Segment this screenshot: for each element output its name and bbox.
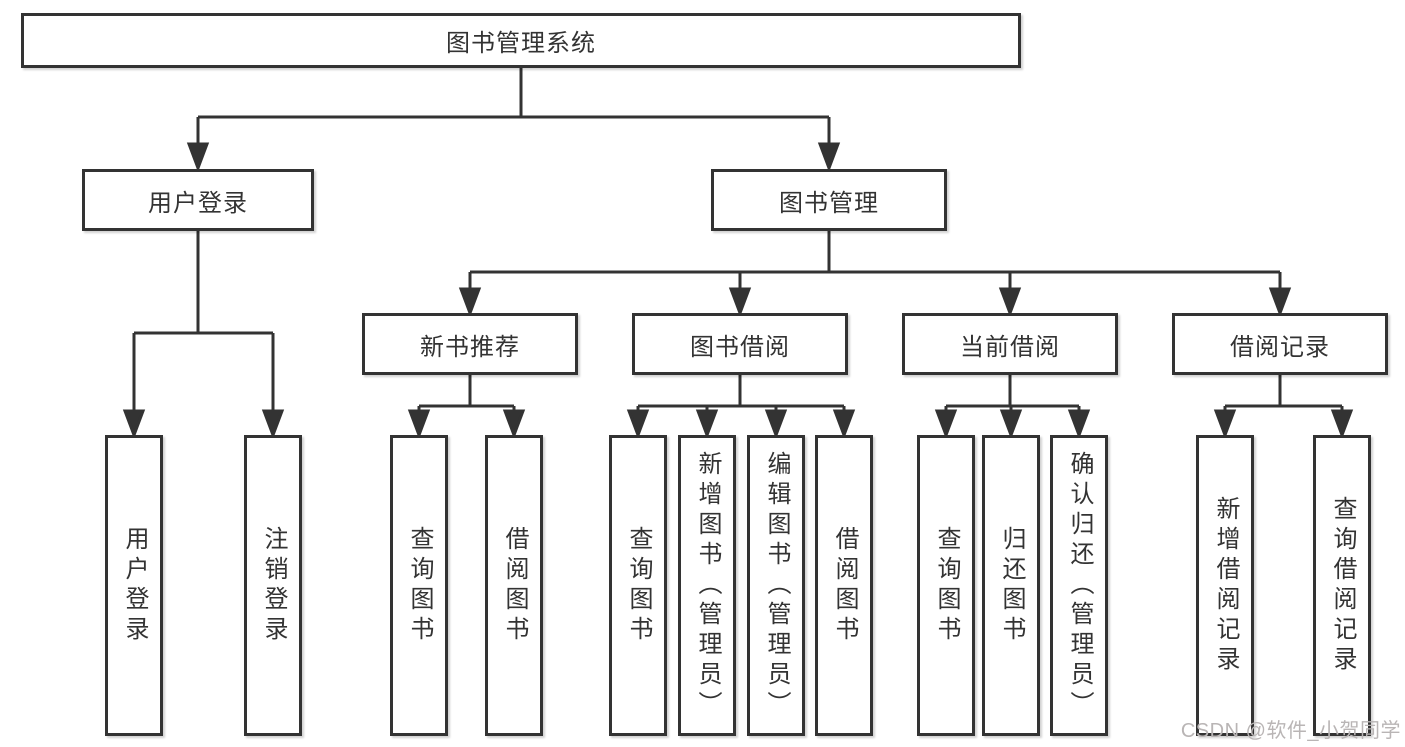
node-root-label: 图书管理系统: [446, 30, 596, 57]
leaf-query-borrow-record: 查询借阅记录: [1313, 435, 1371, 736]
node-new-book-recommend-label: 新书推荐: [420, 333, 520, 361]
leaf-logout: 注销登录: [244, 435, 302, 736]
node-current-borrow-label: 当前借阅: [960, 333, 1060, 361]
leaf-query-borrow-record-label: 查询借阅记录: [1329, 495, 1356, 676]
leaf-query-book-current-label: 查询图书: [933, 525, 960, 646]
leaf-logout-label: 注销登录: [260, 525, 287, 646]
leaf-confirm-return-admin: 确认归还（管理员）: [1050, 435, 1108, 736]
node-book-borrow-label: 图书借阅: [690, 333, 790, 361]
leaf-query-book-recommend: 查询图书: [390, 435, 448, 736]
node-book-borrow: 图书借阅: [632, 313, 848, 375]
node-current-borrow: 当前借阅: [902, 313, 1118, 375]
connector-root-to-level2: [186, 68, 841, 173]
node-root: 图书管理系统: [21, 13, 1021, 68]
connector-book-management-to-level3: [458, 231, 1292, 318]
leaf-borrow-book-recommend: 借阅图书: [485, 435, 543, 736]
leaf-add-borrow-record: 新增借阅记录: [1196, 435, 1254, 736]
node-new-book-recommend: 新书推荐: [362, 313, 578, 375]
leaf-borrow-book: 借阅图书: [815, 435, 873, 736]
leaf-add-borrow-record-label: 新增借阅记录: [1212, 495, 1239, 676]
leaf-borrow-book-recommend-label: 借阅图书: [501, 525, 528, 646]
leaf-add-book-admin: 新增图书（管理员）: [678, 435, 736, 736]
node-user-login-label: 用户登录: [148, 189, 248, 217]
leaf-user-login-label: 用户登录: [121, 525, 148, 646]
leaf-add-book-admin-label: 新增图书（管理员）: [694, 450, 721, 721]
connector-user-login-to-leaves: [122, 231, 285, 440]
node-book-management: 图书管理: [711, 169, 947, 231]
node-borrow-records-label: 借阅记录: [1230, 333, 1330, 361]
connector-book-borrow-to-leaves: [626, 375, 856, 440]
node-borrow-records: 借阅记录: [1172, 313, 1388, 375]
connector-current-borrow-to-leaves: [934, 375, 1091, 440]
leaf-confirm-return-admin-label: 确认归还（管理员）: [1066, 450, 1093, 721]
node-book-management-label: 图书管理: [779, 189, 879, 217]
leaf-return-book-label: 归还图书: [998, 525, 1025, 646]
node-user-login: 用户登录: [82, 169, 314, 231]
leaf-query-book-recommend-label: 查询图书: [406, 525, 433, 646]
leaf-query-book-borrow: 查询图书: [609, 435, 667, 736]
leaf-return-book: 归还图书: [982, 435, 1040, 736]
connector-new-book-to-leaves: [407, 375, 526, 440]
leaf-user-login: 用户登录: [105, 435, 163, 736]
leaf-query-book-borrow-label: 查询图书: [625, 525, 652, 646]
csdn-watermark: CSDN @软件_小贺同学: [1180, 720, 1401, 742]
leaf-edit-book-admin-label: 编辑图书（管理员）: [763, 450, 790, 721]
leaf-query-book-current: 查询图书: [917, 435, 975, 736]
connector-borrow-records-to-leaves: [1213, 375, 1354, 440]
leaf-edit-book-admin: 编辑图书（管理员）: [747, 435, 805, 736]
leaf-borrow-book-label: 借阅图书: [831, 525, 858, 646]
